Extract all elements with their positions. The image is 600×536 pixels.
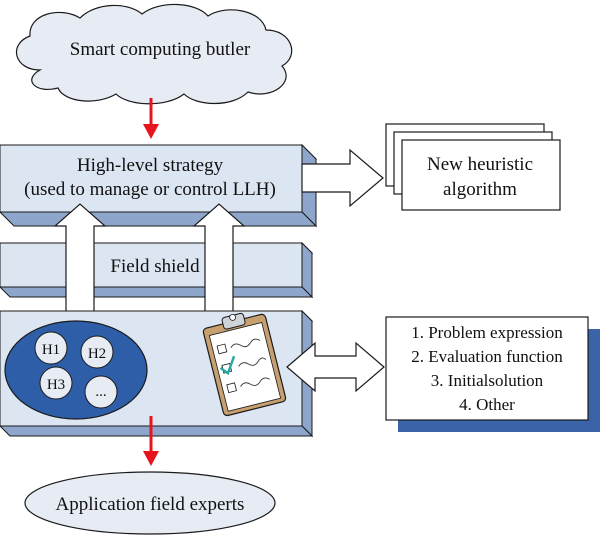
heuristic-node: H1 bbox=[34, 331, 68, 365]
experts-ellipse: Application field experts bbox=[24, 471, 276, 535]
heuristic-node: H2 bbox=[80, 335, 114, 369]
strategy-subtitle: (used to manage or control LLH) bbox=[24, 179, 276, 200]
domain-item: 4. Other bbox=[459, 395, 515, 414]
field-shield-label: Field shield bbox=[110, 256, 200, 277]
hollow-arrow-up-right bbox=[192, 203, 246, 315]
field-shield-box: Field shield bbox=[0, 241, 314, 299]
domain-item: 2. Evaluation function bbox=[411, 347, 563, 366]
heuristics-ellipse: H1 H2 H3 ... bbox=[4, 320, 148, 420]
new-heuristic-line1: New heuristic bbox=[427, 154, 533, 175]
strategy-title: High-level strategy bbox=[77, 155, 224, 176]
butler-cloud: Smart computing butler bbox=[15, 3, 293, 105]
hollow-arrow-right bbox=[301, 148, 384, 208]
hollow-arrow-up-left bbox=[53, 203, 107, 315]
domain-info-box: 1. Problem expression 2. Evaluation func… bbox=[385, 316, 600, 432]
domain-item: 1. Problem expression bbox=[411, 323, 563, 342]
butler-label: Smart computing butler bbox=[70, 39, 251, 60]
heuristic-h1: H1 bbox=[42, 342, 60, 358]
check-mark-icon bbox=[219, 355, 236, 376]
red-arrow-bottom bbox=[143, 416, 159, 466]
red-arrow-top bbox=[143, 98, 159, 139]
heuristic-node: H3 bbox=[39, 366, 73, 400]
cloud-icon bbox=[15, 3, 293, 105]
heuristic-h2: H2 bbox=[88, 346, 106, 362]
heuristic-more: ... bbox=[95, 384, 106, 400]
new-heuristic-line2: algorithm bbox=[443, 179, 517, 200]
new-heuristic-stack: New heuristic algorithm bbox=[385, 123, 561, 211]
heuristic-h3: H3 bbox=[47, 377, 65, 393]
domain-item: 3. Initialsolution bbox=[431, 371, 544, 390]
experts-label: Application field experts bbox=[56, 494, 245, 515]
heuristic-node: ... bbox=[84, 375, 118, 409]
clipboard-icon bbox=[202, 312, 287, 417]
strategy-box: High-level strategy (used to manage or c… bbox=[0, 143, 318, 228]
double-arrow-icon bbox=[286, 341, 385, 393]
